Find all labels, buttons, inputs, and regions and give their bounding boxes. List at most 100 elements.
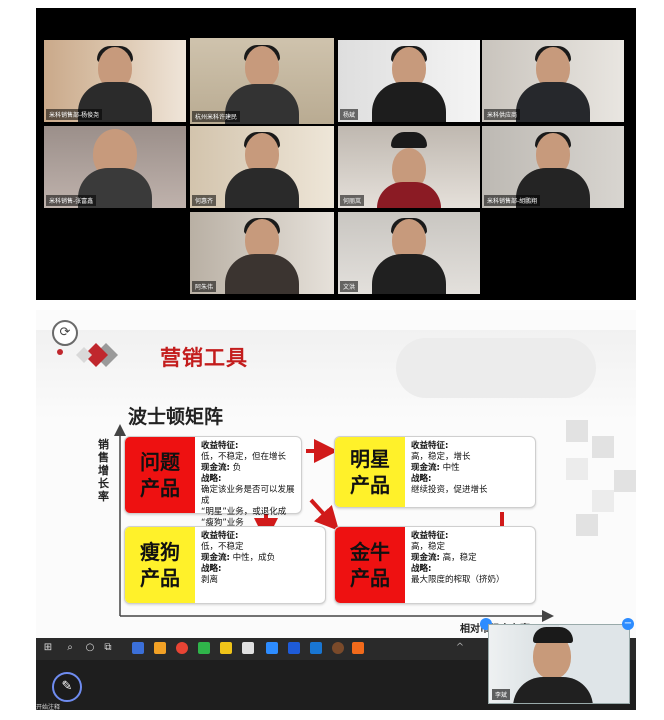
quadrant-cow-label: 金牛 产品 [335,527,405,603]
participant-name: 米科销售-张富鑫 [46,195,97,206]
quadrant-question: 问题 产品 收益特征:低，不稳定，但在增长现金流: 负战略:确定该业务是否可以发… [124,436,302,528]
quadrant-desc-text: 低，不稳定 [201,542,244,552]
app-icon[interactable] [310,642,322,654]
cortana-icon[interactable]: ○ [85,642,95,653]
quadrant-desc-line: “瘦狗”业务 [201,518,297,529]
quadrant-desc-heading: 收益特征: [201,441,239,451]
quadrant-desc-text: 负 [229,463,242,473]
quadrant-desc-line: 战略: [201,564,321,575]
quadrant-question-label: 问题 产品 [125,437,195,513]
search-icon[interactable]: ⌕ [67,642,73,653]
video-tile[interactable]: 文洪 [338,212,480,294]
quadrant-desc-line: 战略: [201,474,297,485]
video-tile[interactable]: 米科销售部-胡鹏翔 [482,126,624,208]
video-tile[interactable]: 米科供应商 [482,40,624,122]
quadrant-desc-line: 最大限度的榨取（挤奶） [411,575,531,586]
video-gallery: 米科销售部-杨俊尧 杭州米科许建民 杨斌 米科供应商 米科销售-张富鑫 何惠齐 … [36,8,636,300]
quadrant-desc-text: “明星”业务，或退化成 [201,507,287,517]
self-view-name: 李斌 [492,689,511,700]
quadrant-cow-desc: 收益特征:高，稳定现金流: 高，稳定战略:最大限度的榨取（挤奶） [411,531,531,586]
quadrant-desc-text: 继续投资，促进增长 [411,485,488,495]
quadrant-desc-heading: 战略: [411,564,432,574]
task-view-icon[interactable]: ⧉ [104,642,112,653]
participant-name: 米科销售部-杨俊尧 [46,109,103,120]
folder-icon[interactable] [220,642,232,654]
browser-icon[interactable] [176,642,188,654]
decor-square [592,490,614,512]
presenter-taskbar: ⊞ ⌕ ○ ⧉ ^ [36,638,636,660]
quadrant-desc-heading: 战略: [201,564,222,574]
participant-name: 文洪 [340,281,359,292]
self-view-video[interactable]: 李斌 [488,624,630,704]
participant-name: 何丽岚 [340,195,365,206]
minimize-icon[interactable]: − [622,618,634,630]
quadrant-desc-heading: 收益特征: [201,531,239,541]
zoom-icon[interactable] [266,642,278,654]
sync-icon[interactable]: ⟳ [52,320,78,346]
video-tile[interactable]: 杨斌 [338,40,480,122]
quadrant-cow: 金牛 产品 收益特征:高，稳定现金流: 高，稳定战略:最大限度的榨取（挤奶） [334,526,536,604]
company-logo [57,343,118,367]
pen-icon[interactable]: ✎ [52,672,82,702]
video-tile[interactable]: 何丽岚 [338,126,480,208]
participant-name: 杨斌 [340,109,359,120]
decor-square [566,420,588,442]
arrow-question-to-cow [309,498,340,531]
quadrant-desc-line: 战略: [411,474,531,485]
quadrant-desc-text: 高，稳定 [411,542,446,552]
quadrant-star-label: 明星 产品 [335,437,405,507]
participant-name: 米科供应商 [484,109,521,120]
shared-screen: ⟳ 营销工具 波士顿矩阵 销售增长率 相对市场占有率 [36,310,636,711]
participant-name: 何惠齐 [192,195,217,206]
quadrant-desc-heading: 现金流: [201,553,230,563]
quadrant-desc-heading: 战略: [201,474,222,484]
participant-name: 杭州米科许建民 [192,111,241,122]
quadrant-desc-text: 剥离 [201,575,219,585]
quadrant-desc-heading: 现金流: [201,463,230,473]
quadrant-desc-line: 收益特征: [411,441,531,452]
quadrant-desc-line: 现金流: 负 [201,463,297,474]
quadrant-desc-text: 低，不稳定，但在增长 [201,452,287,462]
app-icon[interactable] [154,642,166,654]
quadrant-desc-text: 高，稳定 [439,553,477,563]
quadrant-desc-line: 低，不稳定 [201,542,321,553]
quadrant-desc-line: 高，稳定 [411,542,531,553]
quadrant-dog-desc: 收益特征:低，不稳定现金流: 中性，成负战略:剥离 [201,531,321,586]
app-icon[interactable] [352,642,364,654]
quadrant-desc-line: 高，稳定，增长 [411,452,531,463]
app-icon[interactable] [198,642,210,654]
video-tile[interactable]: 阿朱伟 [190,212,334,294]
quadrant-desc-heading: 战略: [411,474,432,484]
app-icon[interactable] [332,642,344,654]
quadrant-desc-text: “瘦狗”业务 [201,518,244,528]
app-icon[interactable] [288,642,300,654]
quadrant-desc-line: 收益特征: [201,441,297,452]
slide-title: 营销工具 [160,346,248,370]
quadrant-dog-label: 瘦狗 产品 [125,527,195,603]
quadrant-desc-heading: 现金流: [411,553,440,563]
quadrant-desc-heading: 现金流: [411,463,440,473]
quadrant-desc-line: 收益特征: [201,531,321,542]
video-tile[interactable]: 米科销售-张富鑫 [44,126,186,208]
decor-square [576,514,598,536]
quadrant-desc-line: 剥离 [201,575,321,586]
quadrant-question-desc: 收益特征:低，不稳定，但在增长现金流: 负战略:确定该业务是否可以发展成“明星”… [201,441,297,529]
app-icon[interactable] [242,642,254,654]
tray-chevron-icon[interactable]: ^ [455,642,465,653]
quadrant-desc-heading: 收益特征: [411,441,449,451]
quadrant-desc-line: 现金流: 中性，成负 [201,553,321,564]
quadrant-desc-text: 最大限度的榨取（挤奶） [411,575,505,585]
windows-icon[interactable]: ⊞ [43,642,53,653]
participant-name: 阿朱伟 [192,281,217,292]
decor-square [566,458,588,480]
quadrant-star-desc: 收益特征:高，稳定，增长现金流: 中性战略:继续投资，促进增长 [411,441,531,496]
quadrant-desc-line: “明星”业务，或退化成 [201,507,297,518]
app-icon[interactable] [132,642,144,654]
quadrant-desc-text: 确定该业务是否可以发展成 [201,485,295,506]
video-tile-active-speaker[interactable]: 杭州米科许建民 [190,38,334,124]
annotate-label: 开始注释 [36,704,61,711]
video-tile[interactable]: 何惠齐 [190,126,334,208]
quadrant-desc-line: 战略: [411,564,531,575]
quadrant-desc-heading: 收益特征: [411,531,449,541]
video-tile[interactable]: 米科销售部-杨俊尧 [44,40,186,122]
